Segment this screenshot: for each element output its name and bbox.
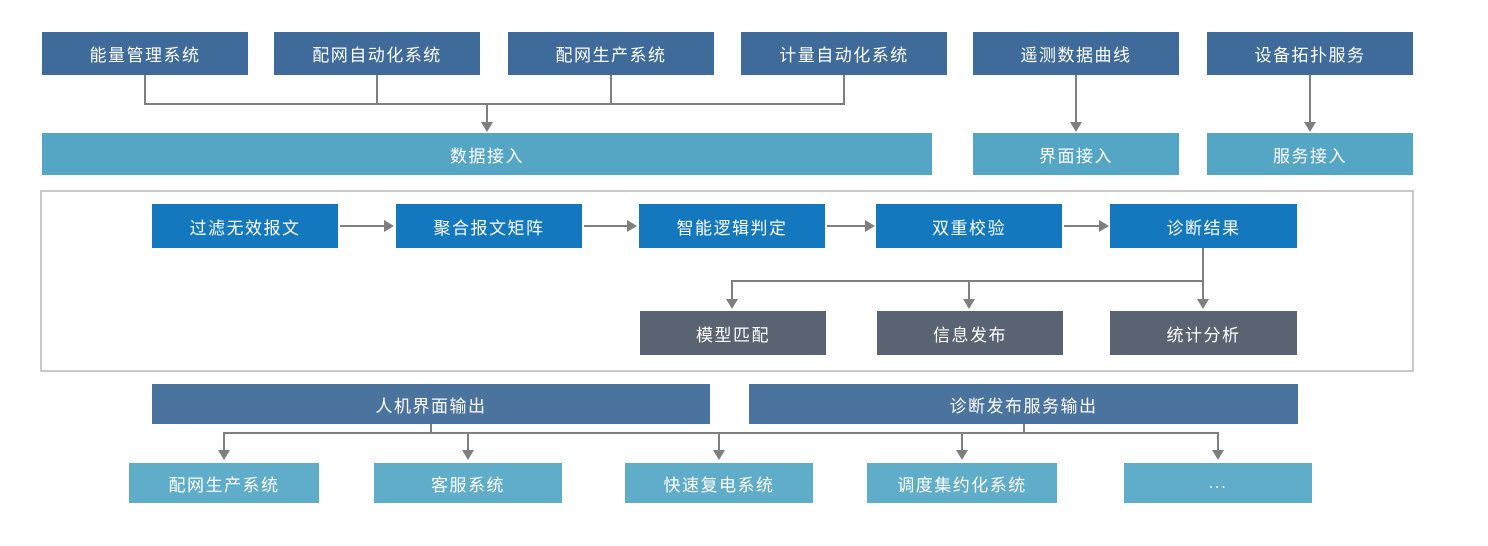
connector-info-drop (968, 280, 970, 300)
source-box-metering: 计量自动化系统 (741, 32, 947, 75)
access-bar-service: 服务接入 (1207, 133, 1413, 175)
source-box-device-topology: 设备拓扑服务 (1207, 32, 1413, 75)
connector-bus-drop (486, 103, 488, 123)
pipeline-box-aggregate: 聚合报文矩阵 (396, 204, 582, 248)
pipeline-box-result: 诊断结果 (1110, 204, 1297, 248)
arrowhead-down-data-access (481, 122, 493, 132)
analysis-box-info: 信息发布 (877, 311, 1063, 355)
arrowhead-down-c5 (1212, 450, 1224, 460)
consumer-box-fast-restore: 快速复电系统 (625, 463, 813, 503)
connector-result-drop (1202, 248, 1204, 282)
connector-sources-bus (144, 103, 845, 105)
connector-src1-stub (144, 75, 146, 105)
access-bar-data: 数据接入 (42, 133, 932, 175)
connector-model-drop (731, 280, 733, 300)
analysis-box-stats: 统计分析 (1110, 311, 1297, 355)
connector-src2-stub (376, 75, 378, 105)
arrowhead-down-c2 (462, 450, 474, 460)
source-box-dist-automation: 配网自动化系统 (274, 32, 480, 75)
arrowhead-right-p2 (384, 220, 394, 232)
arrowhead-down-stats (1197, 299, 1209, 309)
connector-c3-drop (718, 432, 720, 451)
consumer-box-dist-production: 配网生产系统 (129, 463, 319, 503)
consumer-box-customer-service: 客服系统 (374, 463, 562, 503)
connector-c2-drop (467, 432, 469, 451)
arrowhead-right-p4 (865, 220, 875, 232)
connector-consumers-bus (223, 432, 1219, 434)
connector-p3-p4 (827, 225, 865, 227)
connector-stats-drop (1202, 280, 1204, 300)
arrowhead-down-model (726, 299, 738, 309)
pipeline-box-verify: 双重校验 (876, 204, 1062, 248)
connector-src3-stub (610, 75, 612, 105)
connector-p4-p5 (1064, 225, 1099, 227)
pipeline-box-logic: 智能逻辑判定 (639, 204, 825, 248)
consumer-box-more: ... (1124, 463, 1312, 503)
source-box-dist-production: 配网生产系统 (508, 32, 714, 75)
pipeline-box-filter: 过滤无效报文 (152, 204, 338, 248)
output-bar-hmi: 人机界面输出 (152, 384, 710, 424)
connector-telemetry-drop (1075, 75, 1077, 123)
connector-c5-drop (1217, 432, 1219, 451)
arrowhead-down-c3 (713, 450, 725, 460)
connector-c1-drop (223, 432, 225, 451)
connector-c4-drop (961, 432, 963, 451)
arrowhead-right-p3 (627, 220, 637, 232)
connector-topology-drop (1309, 75, 1311, 123)
source-box-telemetry-curve: 遥测数据曲线 (973, 32, 1179, 75)
connector-src4-stub (843, 75, 845, 105)
arrowhead-down-ui-access (1070, 122, 1082, 132)
arrowhead-down-info (963, 299, 975, 309)
connector-diag-stub (1023, 424, 1025, 434)
analysis-box-model: 模型匹配 (640, 311, 826, 355)
connector-p1-p2 (340, 225, 384, 227)
arrowhead-down-c4 (956, 450, 968, 460)
arrowhead-down-c1 (218, 450, 230, 460)
arrowhead-down-service-access (1304, 122, 1316, 132)
arrowhead-right-p5 (1099, 220, 1109, 232)
connector-hmi-stub (430, 424, 432, 434)
source-box-energy-mgmt: 能量管理系统 (42, 32, 248, 75)
output-bar-diag-service: 诊断发布服务输出 (749, 384, 1298, 424)
consumer-box-dispatch: 调度集约化系统 (867, 463, 1057, 503)
access-bar-ui: 界面接入 (973, 133, 1179, 175)
connector-p2-p3 (584, 225, 627, 227)
